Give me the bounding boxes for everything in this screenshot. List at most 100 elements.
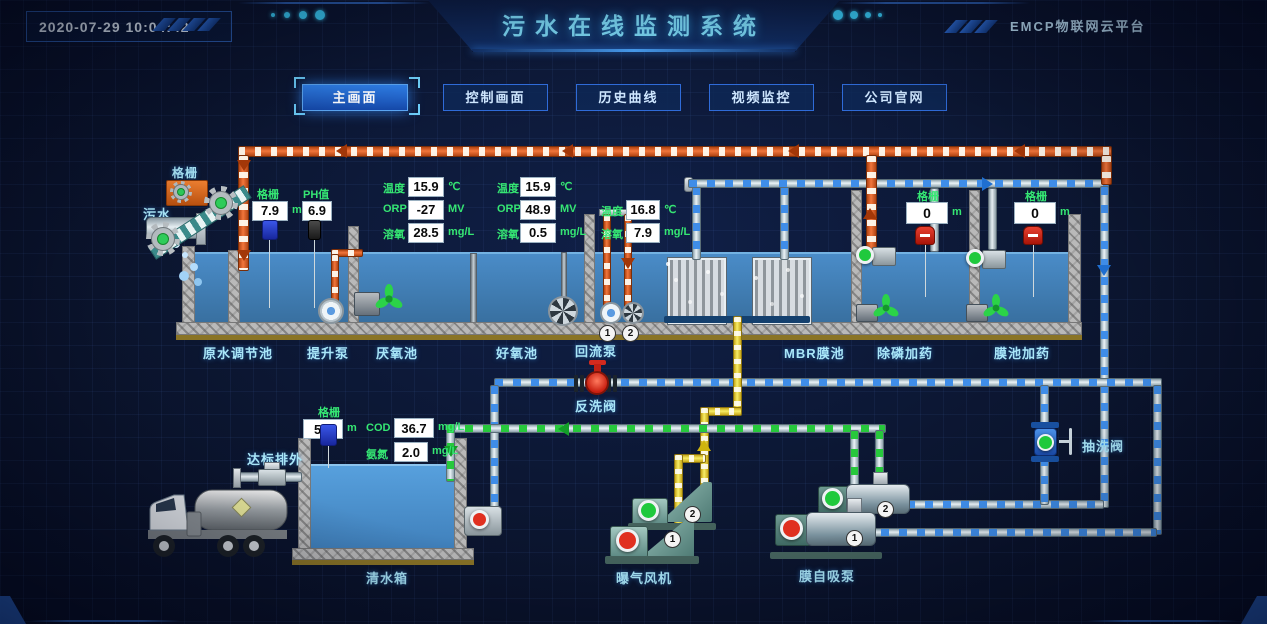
lift-pump-icon[interactable] (318, 298, 344, 324)
sp-pump-1-status-lamp (780, 517, 803, 540)
tab-main-screen[interactable]: 主画面 (302, 84, 408, 111)
anaerobic-do-label: 溶氧 (383, 229, 405, 241)
active-bracket (294, 77, 305, 88)
dot-decor (299, 11, 307, 19)
air-riser-pipe (733, 316, 742, 415)
bottom-line-decor (30, 620, 180, 622)
sp-pump-1-body (806, 512, 876, 546)
flow-arrow-down (1097, 265, 1111, 276)
reflux-pump-1-badge: 1 (599, 325, 616, 342)
pump2-outlet-pipe (888, 500, 1104, 509)
right-down-pipe (1100, 186, 1109, 508)
cod-unit: mg/L (438, 421, 465, 433)
suction-valve-label: 抽洗阀 (1082, 439, 1125, 454)
tab-video-monitor[interactable]: 视频监控 (709, 84, 814, 111)
aerobic-orp-label: ORP (497, 203, 521, 215)
dot-decor (271, 13, 275, 17)
mixer-propeller-icon (873, 294, 899, 317)
anaerobic-valve-icon[interactable] (374, 284, 404, 314)
anaerobic-orp-value: -27 (408, 200, 444, 220)
dosing-pump-status-lamp (966, 249, 984, 267)
phos-level-label: 格栅 (917, 191, 939, 203)
dosing-pump-body (982, 250, 1006, 269)
header-line-left (238, 2, 430, 4)
reflux-pump-1[interactable] (600, 302, 622, 324)
flow-arrow-up (863, 208, 877, 219)
sensor-probe (1033, 245, 1034, 297)
clean-tank-label: 清水箱 (366, 571, 409, 586)
discharge-valve-body[interactable] (258, 469, 286, 486)
blower-label: 曝气风机 (616, 571, 673, 586)
screen-machine-label: 格栅 (172, 166, 199, 180)
phos-level-unit: m (952, 206, 962, 218)
reflux-pump-2-badge: 2 (622, 325, 639, 342)
discharge-label: 达标排外 (247, 452, 304, 467)
anaerobic-orp-unit: MV (448, 203, 465, 215)
dot-decor (865, 12, 871, 18)
tab-history-curve[interactable]: 历史曲线 (576, 84, 681, 111)
valve-flange (1031, 422, 1059, 428)
level-sensor-icon (262, 220, 278, 240)
lift-pump-label: 提升泵 (307, 346, 350, 361)
anaerobic-temp-value: 15.9 (408, 177, 444, 197)
mbr-membrane-module (753, 258, 811, 324)
dosing-pump-status-lamp (856, 246, 874, 264)
sensor-probe (328, 446, 329, 468)
blower-1-base (605, 556, 699, 564)
backwash-pump-status-lamp (470, 510, 489, 529)
aerobic-tank-label: 好氧池 (496, 346, 539, 361)
mbr-temp-value: 16.8 (626, 200, 660, 220)
clean-level-label: 格栅 (318, 407, 340, 419)
ph-value: 6.9 (302, 201, 332, 221)
mixer-propeller-icon (983, 294, 1009, 317)
tank-wall-left (182, 246, 195, 324)
flow-arrow-up (697, 440, 711, 451)
dot-decor (833, 10, 843, 20)
mbr-do-value: 7.9 (626, 223, 660, 243)
valve-flange (1031, 456, 1059, 462)
sensor-probe (269, 240, 270, 308)
nh3-value: 2.0 (394, 442, 428, 462)
active-bracket (409, 104, 420, 115)
mem-level-value: 0 (1014, 202, 1056, 224)
tab-control-screen[interactable]: 控制画面 (443, 84, 548, 111)
aerobic-do-unit: mg/L (560, 226, 587, 238)
dot-decor (878, 13, 882, 17)
nh3-label: 氨氮 (366, 449, 388, 461)
sp-pump-base (770, 552, 882, 559)
reflux-right-drop-pipe (1101, 155, 1112, 185)
flow-arrow-left (1014, 144, 1025, 158)
aerobic-orp-unit: MV (560, 203, 577, 215)
sp-pump-2-status-lamp (822, 488, 843, 509)
mbr-suction-pipe (780, 186, 789, 260)
pump-inlet-stub (847, 498, 862, 513)
anaerobic-temp-unit: ℃ (448, 181, 461, 193)
raw-level-label: 格栅 (257, 189, 279, 201)
flow-arrow-left (336, 144, 347, 158)
clean-tank-water (311, 464, 454, 552)
dot-decor (850, 11, 858, 19)
clean-tank-floor-base (292, 560, 474, 565)
dot-decor (315, 10, 325, 20)
backwash-valve-icon[interactable] (585, 371, 609, 395)
mbr-membrane-module (668, 258, 726, 324)
anaerobic-do-value: 28.5 (408, 223, 444, 243)
valve-flange (613, 375, 617, 392)
dosing-drop-pipe (988, 188, 997, 250)
active-bracket (294, 104, 305, 115)
flow-arrow-right (982, 177, 993, 191)
tank-wall-right (1068, 214, 1081, 324)
tab-company-site[interactable]: 公司官网 (842, 84, 947, 111)
reflux-pump-2[interactable] (622, 302, 644, 324)
mbr-temp-label: 温度 (601, 206, 623, 218)
blower-1-status-lamp (616, 529, 639, 552)
valve-motor (354, 292, 380, 316)
phos-dosing-label: 除磷加药 (877, 346, 934, 361)
title-banner (428, 0, 840, 52)
aerator-impeller-icon (548, 296, 578, 326)
mbr-temp-unit: ℃ (664, 204, 677, 216)
backwash-left-drop-pipe (490, 385, 499, 510)
valve-stem (594, 364, 601, 374)
level-sensor-icon (915, 226, 935, 245)
